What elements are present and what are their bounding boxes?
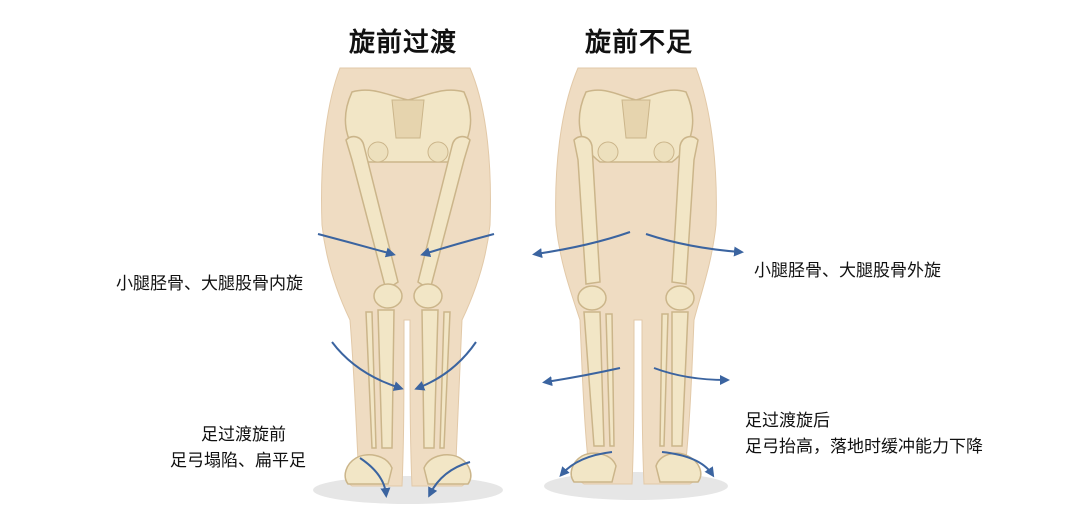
- left-upper-label: 小腿胫骨、大腿股骨内旋: [116, 274, 303, 294]
- left-knees: [373, 283, 443, 309]
- right-lower-label-line1: 足过渡旋后: [745, 411, 830, 431]
- right-panel-title: 旋前不足: [585, 28, 694, 58]
- right-upper-label: 小腿胫骨、大腿股骨外旋: [754, 261, 941, 281]
- left-figure: [313, 67, 503, 504]
- right-lower-label-line2: 足弓抬高，落地时缓冲能力下降: [745, 437, 983, 457]
- left-floor-shadow: [313, 476, 503, 504]
- right-femurs: [573, 135, 699, 285]
- left-lower-label-line1: 足过渡旋前: [201, 425, 286, 445]
- right-knees: [577, 285, 695, 311]
- right-pelvis: [578, 89, 694, 163]
- right-shins: [583, 311, 689, 447]
- left-shins: [365, 309, 451, 449]
- right-rotation-arrows: [532, 231, 744, 478]
- left-lower-label-line2: 足弓塌陷、扁平足: [170, 451, 306, 471]
- left-panel-title: 旋前过渡: [349, 28, 458, 58]
- right-figure: [532, 67, 744, 500]
- left-rotation-arrows: [317, 233, 495, 498]
